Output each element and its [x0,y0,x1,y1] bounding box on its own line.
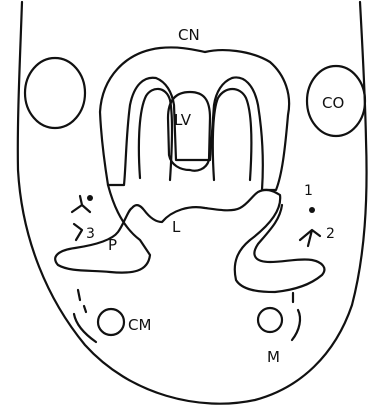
label-l: L [172,218,181,236]
cn-stippled-mass [100,47,289,190]
left-gland-lower [74,224,82,240]
label-m: M [267,348,280,366]
left-ventricle-loop [139,89,172,180]
left-oval [25,58,85,128]
right-gland-dot [309,207,315,213]
label-co: CO [322,94,344,112]
label-p: P [108,236,117,254]
label-1: 1 [304,183,313,199]
label-lv: LV [174,111,192,129]
right-gland-lower [300,230,320,246]
right-duct [292,293,300,340]
label-cm: CM [128,316,151,334]
cm-stippled-nucleus [98,309,124,335]
label-2: 2 [326,226,335,242]
m-stippled-nucleus [258,308,282,332]
lumen-cavity [55,185,324,292]
left-gland-dot [87,195,93,201]
right-ventricle-loop [213,89,252,180]
label-cn: CN [178,26,200,44]
label-3: 3 [86,226,95,242]
